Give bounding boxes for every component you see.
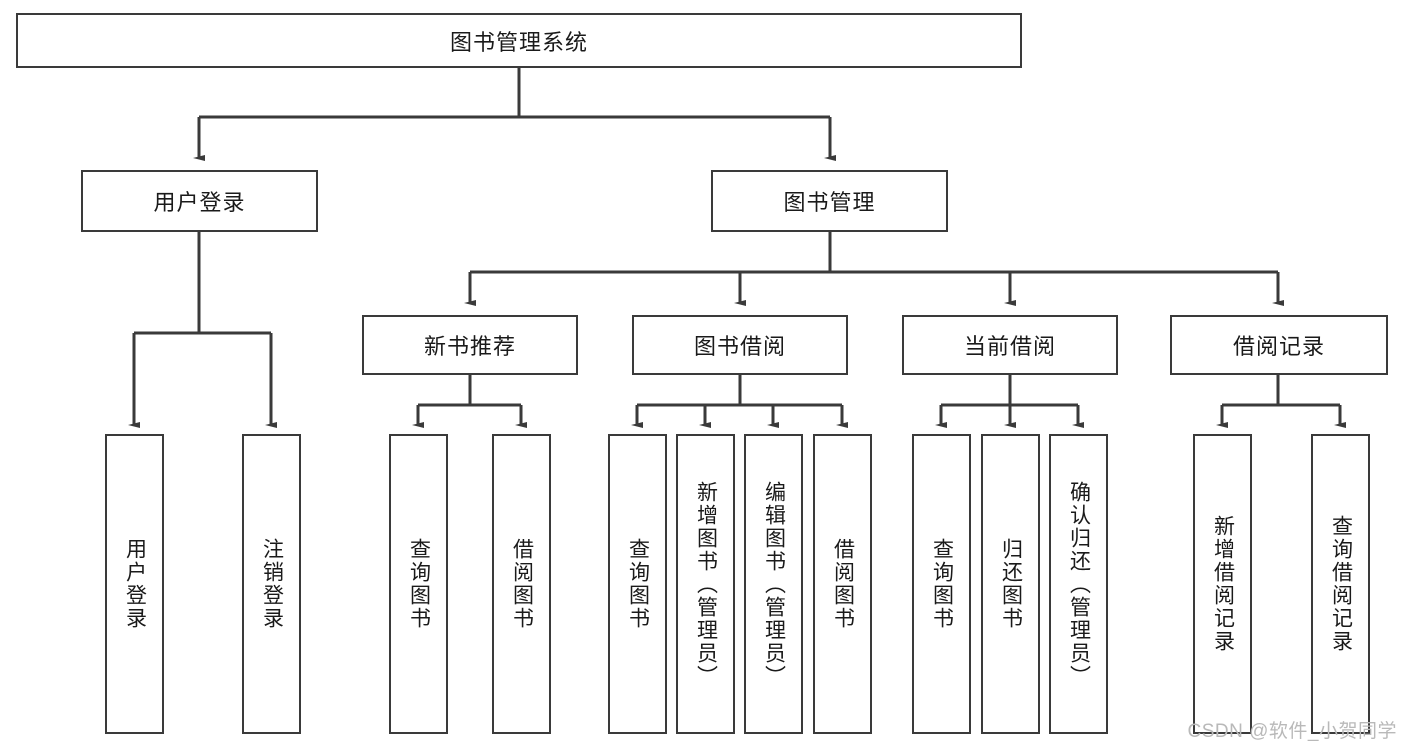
node-leaf-add-book-admin-label: 新增图书（管理员）	[694, 480, 718, 688]
node-leaf-borrow-book-2[interactable]: 借阅图书	[813, 434, 872, 734]
node-leaf-borrow-book-1-label: 借阅图书	[510, 538, 534, 630]
node-leaf-user-login[interactable]: 用户登录	[105, 434, 164, 734]
node-leaf-add-book-admin[interactable]: 新增图书（管理员）	[676, 434, 735, 734]
node-book-management-label: 图书管理	[783, 190, 876, 215]
node-user-login[interactable]: 用户登录	[81, 170, 318, 232]
node-leaf-borrow-book-1[interactable]: 借阅图书	[492, 434, 551, 734]
node-leaf-query-book-2-label: 查询图书	[626, 538, 650, 630]
node-leaf-query-book-2[interactable]: 查询图书	[608, 434, 667, 734]
node-borrow-record-label: 借阅记录	[1232, 334, 1325, 359]
node-leaf-query-borrow-record[interactable]: 查询借阅记录	[1311, 434, 1370, 734]
node-leaf-query-borrow-record-label: 查询借阅记录	[1329, 515, 1353, 653]
node-borrow-record[interactable]: 借阅记录	[1170, 315, 1388, 375]
node-leaf-edit-book-admin-label: 编辑图书（管理员）	[762, 480, 786, 688]
node-leaf-return-book[interactable]: 归还图书	[981, 434, 1040, 734]
node-leaf-logout-login[interactable]: 注销登录	[242, 434, 301, 734]
node-leaf-add-borrow-record[interactable]: 新增借阅记录	[1193, 434, 1252, 734]
node-leaf-query-book-1-label: 查询图书	[407, 538, 431, 630]
node-leaf-confirm-return-admin-label: 确认归还（管理员）	[1067, 480, 1091, 688]
node-new-book-recommend-label: 新书推荐	[423, 334, 516, 359]
node-leaf-edit-book-admin[interactable]: 编辑图书（管理员）	[744, 434, 803, 734]
node-root[interactable]: 图书管理系统	[16, 13, 1022, 68]
node-root-label: 图书管理系统	[449, 29, 588, 55]
node-book-borrow-label: 图书借阅	[693, 334, 786, 359]
node-leaf-return-book-label: 归还图书	[999, 538, 1023, 630]
node-book-borrow[interactable]: 图书借阅	[632, 315, 848, 375]
node-leaf-user-login-label: 用户登录	[123, 538, 147, 630]
node-leaf-query-book-3-label: 查询图书	[930, 538, 954, 630]
node-leaf-query-book-3[interactable]: 查询图书	[912, 434, 971, 734]
node-leaf-query-book-1[interactable]: 查询图书	[389, 434, 448, 734]
node-leaf-borrow-book-2-label: 借阅图书	[831, 538, 855, 630]
node-current-borrow[interactable]: 当前借阅	[902, 315, 1118, 375]
watermark: CSDN @软件_小贺同学	[1187, 721, 1397, 742]
node-new-book-recommend[interactable]: 新书推荐	[362, 315, 578, 375]
node-leaf-add-borrow-record-label: 新增借阅记录	[1211, 515, 1235, 653]
node-user-login-label: 用户登录	[153, 190, 246, 215]
node-leaf-logout-login-label: 注销登录	[260, 538, 284, 630]
node-leaf-confirm-return-admin[interactable]: 确认归还（管理员）	[1049, 434, 1108, 734]
node-book-management[interactable]: 图书管理	[711, 170, 948, 232]
node-current-borrow-label: 当前借阅	[963, 334, 1056, 359]
